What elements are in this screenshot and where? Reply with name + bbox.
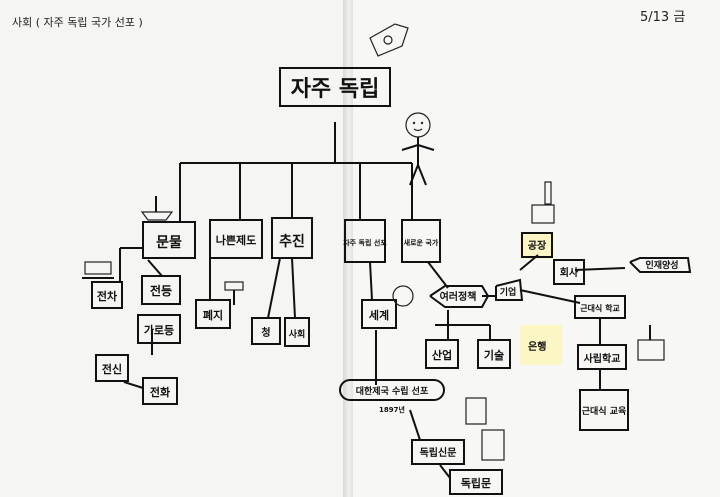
node-independence-declaration: 자주 독립 선포 — [343, 238, 387, 247]
flag-icon — [369, 23, 409, 57]
node-factory: 공장 — [528, 239, 547, 252]
node-tram: 전차 — [97, 289, 118, 303]
root-topic: 자주 독립 — [291, 77, 380, 102]
node-technology: 기술 — [484, 348, 504, 362]
tram-icon — [82, 261, 114, 279]
node-independence-gate: 독립문 — [461, 477, 491, 490]
gate-icon — [481, 429, 505, 461]
node-bank: 은행 — [528, 340, 546, 353]
node-streetlamp: 가로등 — [144, 323, 174, 337]
node-new-nation: 새로운 국가 — [404, 238, 439, 247]
node-chujin: 추진 — [279, 233, 305, 250]
date-label: 5/13 금 — [640, 10, 686, 25]
school-icon — [637, 325, 665, 361]
year-note: 1897년 — [379, 405, 405, 414]
node-society: 사회 — [289, 328, 306, 340]
node-munmul: 문물 — [156, 235, 182, 251]
lamp-icon — [224, 281, 244, 305]
node-world: 세계 — [369, 308, 389, 322]
node-talent-cultivation: 인재양성 — [645, 259, 678, 271]
node-company: 회사 — [560, 266, 579, 279]
node-modern-education: 근대식 교육 — [582, 405, 627, 417]
node-policies: 여러정책 — [440, 290, 477, 303]
notebook-spine — [343, 0, 353, 497]
node-bad-system: 나쁜제도 — [216, 233, 256, 247]
ship-icon — [140, 196, 174, 221]
node-telegraph: 전신 — [102, 362, 122, 376]
subject-header: 사회 ( 자주 독립 국가 선포 ) — [12, 16, 143, 29]
stick-figure-icon — [401, 112, 435, 186]
node-industry: 산업 — [432, 348, 452, 362]
node-enterprise: 기업 — [500, 286, 517, 298]
node-telephone: 전화 — [150, 385, 170, 399]
node-private-school: 사립학교 — [584, 352, 621, 365]
factory-icon — [531, 181, 555, 224]
left-notebook-page — [0, 0, 355, 497]
node-empire-declaration: 대한제국 수립 선포 — [356, 385, 429, 397]
node-qing: 청 — [261, 326, 270, 339]
node-abolition: 폐지 — [203, 308, 223, 322]
node-independent-newspaper: 독립신문 — [420, 446, 457, 459]
node-electric-light: 전등 — [150, 283, 172, 298]
globe-icon — [392, 285, 414, 307]
node-modern-school: 근대식 학교 — [580, 303, 620, 313]
newspaper-icon — [465, 397, 487, 425]
